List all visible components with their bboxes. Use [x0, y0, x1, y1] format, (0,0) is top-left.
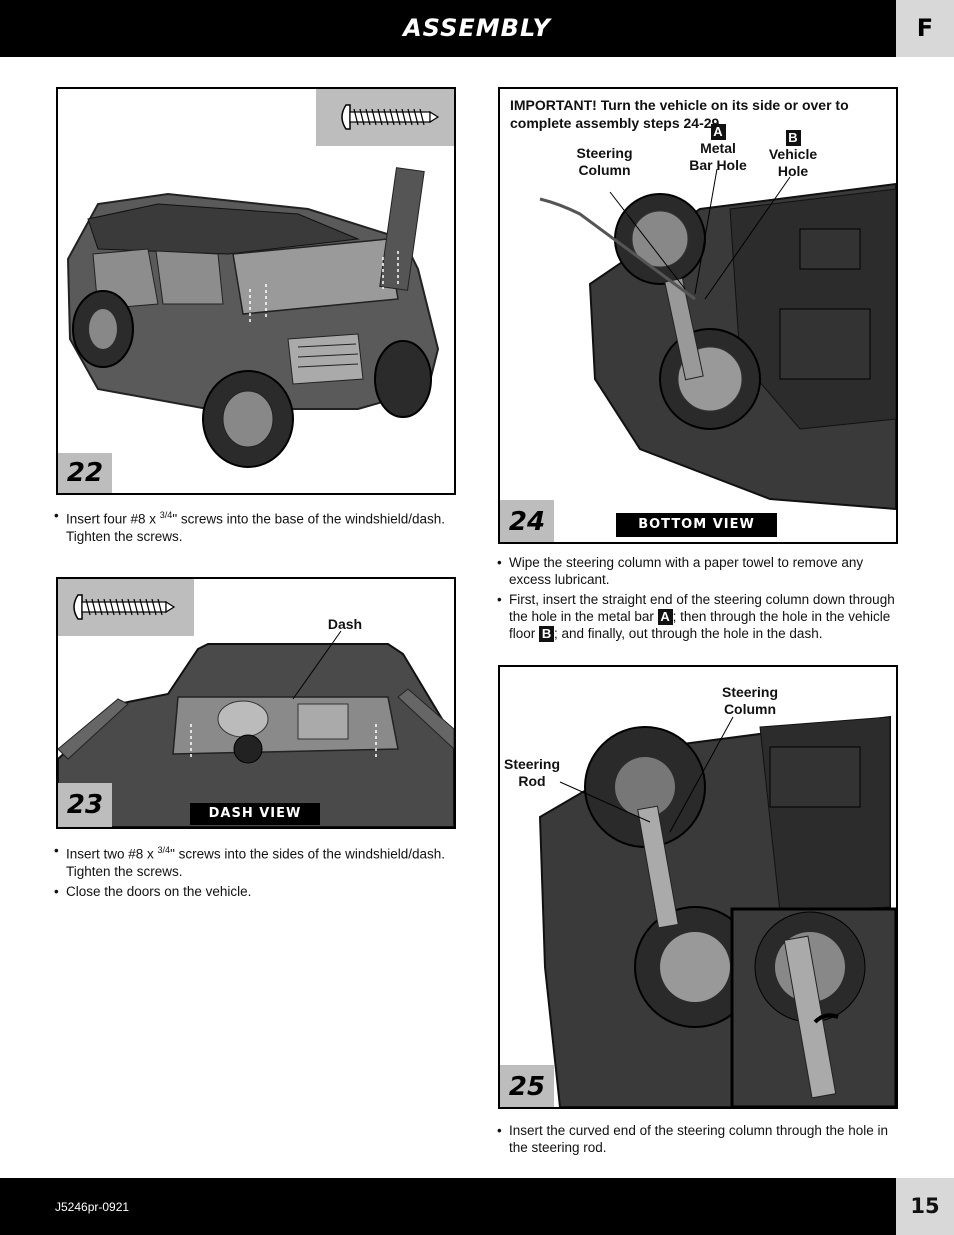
step-25-instructions: Insert the curved end of the steering co… — [497, 1122, 897, 1159]
important-note: IMPORTANT! Turn the vehicle on its side … — [510, 97, 849, 131]
view-label: DASH VIEW — [190, 803, 320, 825]
step-number: 23 — [58, 783, 112, 827]
badge-a: A — [657, 609, 673, 625]
page-header: ASSEMBLY F — [0, 0, 954, 57]
screw-icon-box — [58, 579, 194, 636]
step-22-panel: 22 — [56, 87, 456, 495]
vehicle-illustration — [66, 167, 440, 468]
step-number: 24 — [500, 500, 554, 542]
instruction-item: Insert two #8 x 3/4" screws into the sid… — [54, 842, 454, 880]
step-23-instructions: Insert two #8 x 3/4" screws into the sid… — [54, 842, 454, 903]
step-22-instructions: Insert four #8 x 3/4" screws into the ba… — [54, 507, 454, 548]
badge-b: B — [785, 130, 801, 146]
page-title: ASSEMBLY — [403, 14, 551, 42]
page-number: 15 — [896, 1178, 954, 1235]
instruction-item: Wipe the steering column with a paper to… — [497, 554, 897, 588]
instruction-item: Close the doors on the vehicle. — [54, 883, 454, 900]
step-23-panel: Dash 23 DASH VIEW — [56, 577, 456, 829]
screw-icon-box — [316, 89, 454, 146]
screw-icon — [341, 104, 440, 130]
view-label: BOTTOM VIEW — [616, 513, 777, 537]
steering-rod-illustration — [538, 715, 896, 1107]
step-24-panel: IMPORTANT! Turn the vehicle on its side … — [498, 87, 898, 544]
step-number: 25 — [500, 1065, 554, 1107]
instruction-item: Insert four #8 x 3/4" screws into the ba… — [54, 507, 454, 545]
page-footer: J5246pr-0921 15 — [0, 1178, 954, 1235]
underside-illustration — [539, 168, 896, 511]
callout-dash: Dash — [327, 616, 363, 632]
dash-illustration — [58, 630, 454, 827]
section-tab: F — [896, 0, 954, 57]
step-24-instructions: Wipe the steering column with a paper to… — [497, 554, 897, 645]
badge-a: A — [710, 124, 726, 140]
document-code: J5246pr-0921 — [55, 1200, 130, 1214]
badge-b: B — [539, 626, 555, 642]
instruction-item: First, insert the straight end of the st… — [497, 591, 897, 642]
instruction-item: Insert the curved end of the steering co… — [497, 1122, 897, 1156]
step-number: 22 — [58, 453, 112, 493]
screw-icon — [73, 594, 176, 620]
